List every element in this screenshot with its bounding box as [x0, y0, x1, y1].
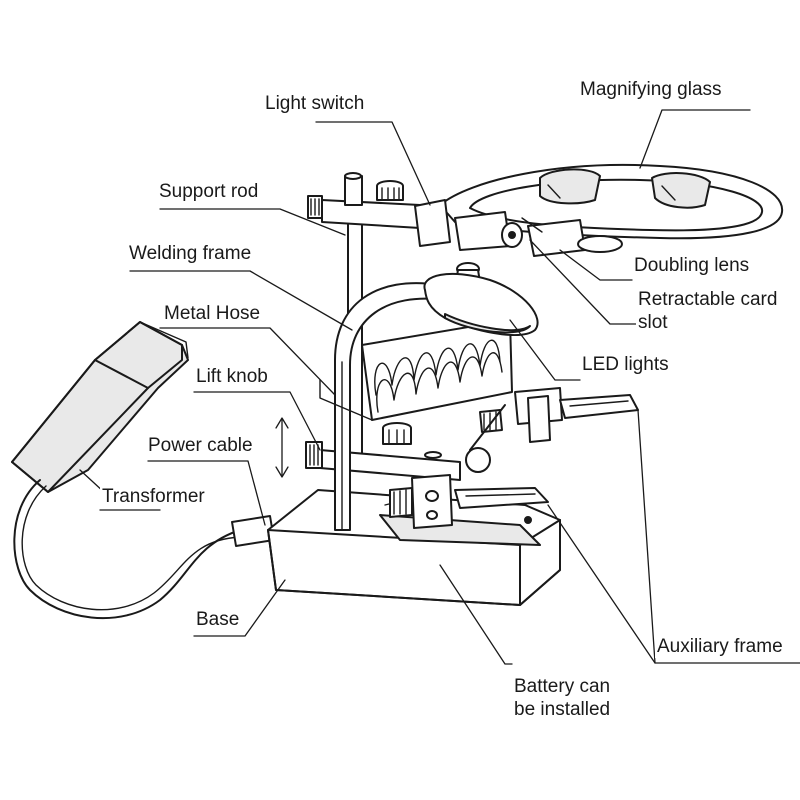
label-support-rod: Support rod: [157, 181, 261, 203]
label-transformer: Transformer: [100, 486, 207, 508]
label-battery-line1: Battery can: [512, 676, 613, 698]
magnifying-glass-drawing: [414, 163, 784, 257]
label-light-switch: Light switch: [263, 93, 367, 115]
transformer-drawing: [11, 321, 189, 493]
label-power-cable: Power cable: [146, 435, 255, 457]
label-magnifying-glass: Magnifying glass: [578, 79, 724, 101]
label-battery-line2: be installed: [512, 699, 613, 721]
led-lamp-drawing: [423, 262, 539, 336]
label-retractable-card-slot-line1: Retractable card: [636, 289, 780, 311]
label-led-lights: LED lights: [580, 354, 671, 376]
label-retractable-card-slot-line2: slot: [636, 312, 670, 334]
auxiliary-frame-drawing: [389, 387, 639, 529]
label-doubling-lens: Doubling lens: [632, 255, 752, 277]
label-lift-knob: Lift knob: [194, 366, 270, 388]
label-base: Base: [194, 609, 242, 631]
power-cable-drawing: [13, 479, 275, 620]
welding-frame-drawing: [319, 319, 513, 421]
label-metal-hose: Metal Hose: [162, 303, 263, 325]
label-auxiliary-frame: Auxiliary frame: [655, 636, 785, 658]
label-welding-frame: Welding frame: [127, 243, 254, 265]
